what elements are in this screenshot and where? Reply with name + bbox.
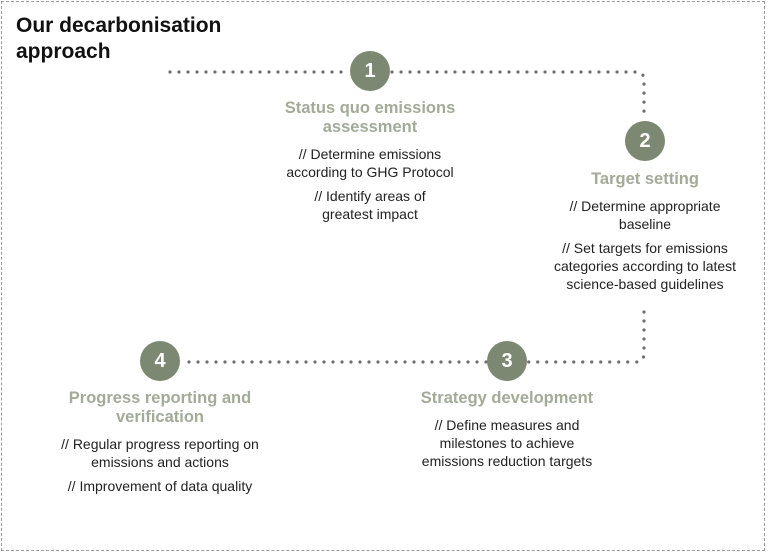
step-3-number: 3 xyxy=(501,349,513,372)
step-4-bullet-1-line-1: // Regular progress reporting on xyxy=(61,436,259,452)
step-1-bullet-1: // Determine emissions according to GHG … xyxy=(240,145,500,181)
step-2-heading-line-1: Target setting xyxy=(591,170,699,188)
step-2-bullet-2-line-1: // Set targets for emissions xyxy=(562,240,728,256)
step-3-bullet-1-line-2: milestones to achieve xyxy=(439,435,575,451)
title-line-1: Our decarbonisation xyxy=(16,14,222,37)
step-1-badge: 1 xyxy=(350,51,390,91)
step-2-bullet-2: // Set targets for emissions categories … xyxy=(515,239,768,293)
step-4-block: Progress reporting and verification // R… xyxy=(30,389,290,501)
step-4-number: 4 xyxy=(154,349,166,372)
step-3-heading: Strategy development xyxy=(377,389,637,408)
step-2-bullet-2-line-2: categories according to latest xyxy=(553,258,737,274)
step-4-heading-line-1: Progress reporting and xyxy=(68,389,252,407)
step-1-number: 1 xyxy=(364,59,376,82)
step-3-badge: 3 xyxy=(487,341,527,381)
step-2-badge: 2 xyxy=(625,121,665,161)
step-3-bullet-1-line-1: // Define measures and xyxy=(434,417,580,433)
step-2-bullet-1-line-2: baseline xyxy=(618,216,672,232)
step-1-bullet-2-line-2: greatest impact xyxy=(322,206,418,222)
step-1-bullet-1-line-2: according to GHG Protocol xyxy=(286,164,454,180)
step-4-bullet-1-line-2: emissions and actions xyxy=(91,454,229,470)
connector-1-to-2 xyxy=(390,70,646,120)
step-1-bullet-2: // Identify areas of greatest impact xyxy=(240,187,500,223)
step-2-number: 2 xyxy=(639,129,651,152)
step-3-bullet-1-line-3: emissions reduction targets xyxy=(421,453,593,469)
connector-2-to-3 xyxy=(526,310,646,364)
step-4-bullet-1: // Regular progress reporting on emissio… xyxy=(30,435,290,471)
step-1-bullet-1-line-1: // Determine emissions xyxy=(298,146,442,162)
step-1-heading: Status quo emissions assessment xyxy=(240,99,500,137)
step-4-bullet-2-line-1: // Improvement of data quality xyxy=(67,478,253,494)
title-line-2: approach xyxy=(16,40,111,63)
diagram-title: Our decarbonisation approach xyxy=(16,13,221,65)
step-3-block: Strategy development // Define measures … xyxy=(377,389,637,476)
step-2-block: Target setting // Determine appropriate … xyxy=(515,170,768,299)
step-2-bullet-2-line-3: science-based guidelines xyxy=(566,276,724,292)
step-4-badge: 4 xyxy=(140,341,180,381)
step-1-bullet-2-line-1: // Identify areas of xyxy=(314,188,426,204)
step-4-heading: Progress reporting and verification xyxy=(30,389,290,427)
step-3-heading-line-1: Strategy development xyxy=(420,389,594,407)
step-2-bullet-1-line-1: // Determine appropriate xyxy=(569,198,721,214)
step-4-bullet-2: // Improvement of data quality xyxy=(30,477,290,495)
step-1-block: Status quo emissions assessment // Deter… xyxy=(240,99,500,229)
step-3-bullet-1: // Define measures and milestones to ach… xyxy=(377,416,637,470)
step-2-heading: Target setting xyxy=(515,170,768,189)
step-1-heading-line-2: assessment xyxy=(322,118,418,136)
step-1-heading-line-1: Status quo emissions xyxy=(284,99,456,117)
step-2-bullet-1: // Determine appropriate baseline xyxy=(515,197,768,233)
step-4-heading-line-2: verification xyxy=(115,408,205,426)
